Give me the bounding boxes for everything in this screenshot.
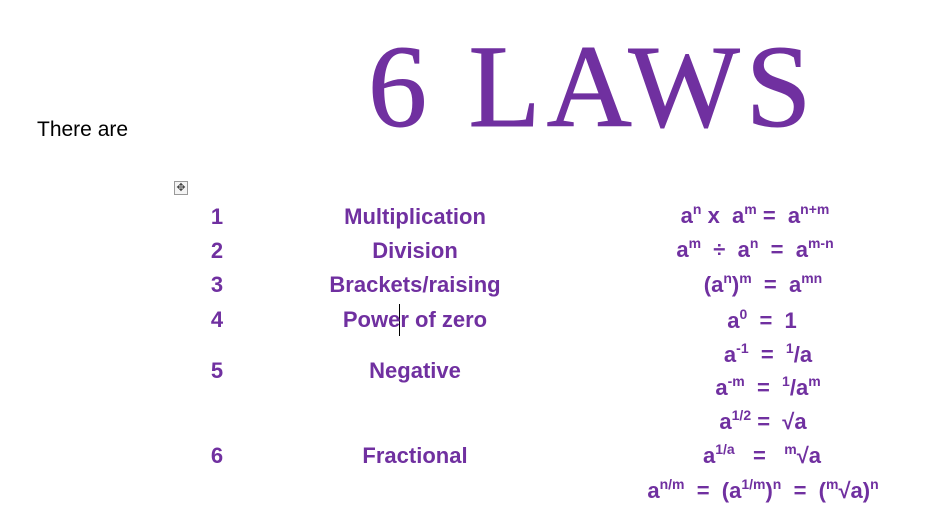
intro-text: There are (37, 118, 129, 141)
text-cursor (399, 304, 400, 336)
law-number: 3 (210, 272, 224, 297)
move-icon[interactable]: ✥ (174, 181, 188, 195)
law-name: Fractional (362, 443, 468, 468)
law-number: 2 (210, 238, 224, 263)
law-formula: a1/a = m√a (702, 441, 822, 468)
law-formula: a-1 = 1/a (723, 340, 813, 367)
law-name: Negative (369, 358, 461, 383)
law-formula: am ÷ an = am-n (676, 235, 834, 262)
law-number: 1 (210, 204, 224, 229)
page-title: 6 LAWS (367, 21, 818, 152)
law-formula: an/m = (a1/m)n = (m√a)n (647, 476, 879, 503)
law-number: 6 (210, 443, 224, 468)
law-formula: (an)m = amn (703, 270, 823, 297)
law-formula: an x am = an+m (680, 201, 830, 228)
law-formula: a1/2 = √a (719, 407, 807, 434)
law-number: 5 (210, 358, 224, 383)
law-name: Power of zero (342, 307, 488, 332)
law-number: 4 (210, 307, 224, 332)
law-name: Multiplication (344, 204, 486, 229)
law-name: Division (372, 238, 458, 263)
law-formula: a0 = 1 (727, 306, 797, 333)
law-name: Brackets/raising (329, 272, 501, 297)
law-formula: a-m = 1/am (715, 373, 821, 400)
